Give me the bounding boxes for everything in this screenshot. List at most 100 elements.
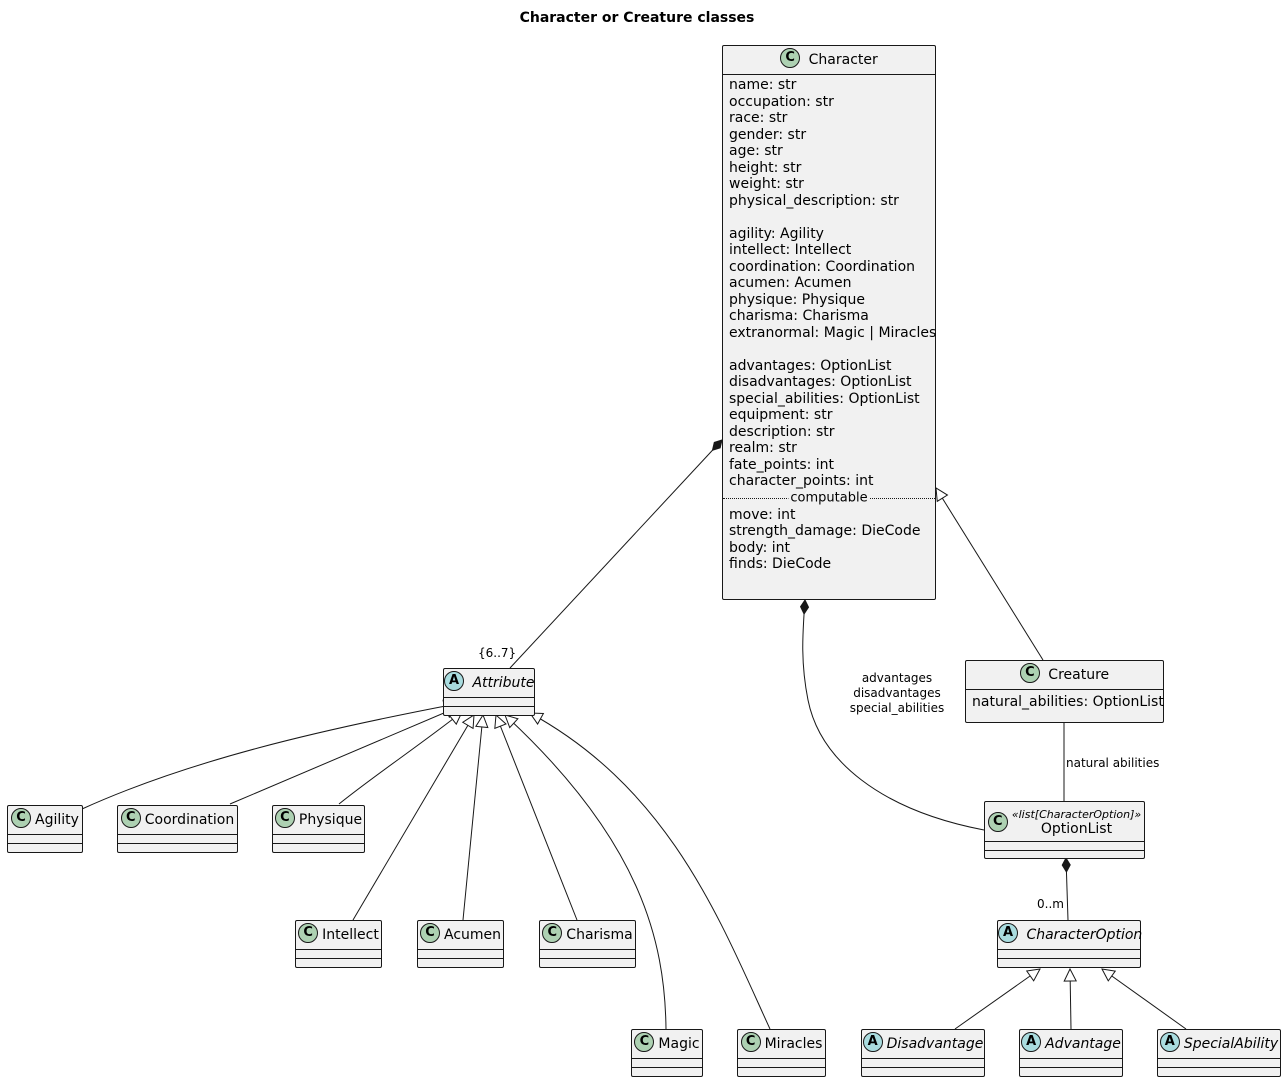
field: physical_description: str bbox=[729, 192, 899, 209]
multiplicity-attribute-label: {6..7} bbox=[478, 646, 517, 660]
abstract-a-icon: A bbox=[862, 1032, 883, 1052]
class-c-icon: C bbox=[1019, 663, 1040, 683]
class-creature[interactable]: C Creature natural_abilities: OptionList bbox=[965, 660, 1164, 723]
field: natural_abilities: OptionList bbox=[972, 694, 1164, 710]
association-options-label: advantages disadvantages special_abiliti… bbox=[842, 671, 952, 716]
class-characteroption[interactable]: A CharacterOption bbox=[997, 920, 1143, 968]
class-name: Character bbox=[808, 52, 878, 68]
field: agility: Agility bbox=[729, 225, 824, 242]
class-name: CharacterOption bbox=[1026, 927, 1143, 943]
class-fields: natural_abilities: OptionList bbox=[966, 690, 1164, 715]
class-c-icon: C bbox=[740, 1032, 761, 1052]
field: disadvantages: OptionList bbox=[729, 374, 912, 390]
section-divider: computable bbox=[723, 490, 935, 505]
composition-characteroption-optionlist bbox=[1061, 856, 1071, 921]
field: advantages: OptionList bbox=[729, 357, 892, 374]
abstract-a-icon: A bbox=[1159, 1032, 1180, 1052]
field: age: str bbox=[729, 143, 783, 159]
class-name: Advantage bbox=[1045, 1036, 1121, 1052]
class-name: Attribute bbox=[472, 675, 535, 691]
class-name: Charisma bbox=[566, 927, 633, 943]
class-character[interactable]: C Character name: str occupation: str ra… bbox=[722, 45, 936, 600]
class-header: A Attribute bbox=[444, 669, 535, 698]
field: intellect: Intellect bbox=[729, 242, 852, 258]
class-c-icon: C bbox=[274, 808, 295, 828]
field: finds: DieCode bbox=[729, 556, 832, 572]
inheritance-physique bbox=[338, 712, 462, 805]
field: equipment: str bbox=[729, 407, 833, 423]
class-c-icon: C bbox=[298, 923, 319, 943]
class-name: Miracles bbox=[764, 1036, 823, 1052]
field: name: str bbox=[729, 77, 797, 93]
class-name: Physique bbox=[298, 812, 363, 828]
class-optionlist[interactable]: C «list[CharacterOption]» OptionList bbox=[984, 801, 1145, 859]
field: move: int bbox=[729, 506, 796, 523]
class-header: C Character bbox=[723, 46, 935, 75]
inheritance-charisma bbox=[496, 715, 578, 921]
field: strength_damage: DieCode bbox=[729, 523, 921, 539]
class-c-icon: C bbox=[780, 48, 801, 68]
composition-optionlist-character bbox=[799, 598, 985, 831]
class-name: Coordination bbox=[144, 812, 235, 828]
class-header: C Creature bbox=[966, 661, 1163, 690]
field: physique: Physique bbox=[729, 291, 865, 308]
field: gender: str bbox=[729, 126, 807, 143]
class-name: Agility bbox=[35, 812, 79, 828]
abstract-a-icon: A bbox=[1021, 1032, 1042, 1052]
assoc-label-line: special_abilities bbox=[849, 701, 945, 715]
field: race: str bbox=[729, 110, 788, 126]
class-name: Creature bbox=[1048, 667, 1110, 683]
inheritance-coordination bbox=[229, 707, 458, 805]
class-header: A CharacterOption bbox=[998, 921, 1143, 950]
class-name: Disadvantage bbox=[886, 1036, 984, 1052]
field: fate_points: int bbox=[729, 456, 835, 473]
abstract-a-icon: A bbox=[998, 923, 1018, 943]
composition-attribute-character bbox=[509, 439, 723, 669]
inheritance-intellect bbox=[352, 715, 474, 921]
class-c-icon: C bbox=[987, 811, 1008, 832]
class-name: Acumen bbox=[443, 927, 502, 943]
inheritance-miracles bbox=[530, 713, 771, 1030]
assoc-label-line: advantages bbox=[861, 671, 933, 685]
inheritance-disadvantage bbox=[954, 969, 1040, 1030]
assoc-label-line: disadvantages bbox=[853, 686, 941, 700]
class-c-icon: C bbox=[542, 923, 563, 943]
field: occupation: str bbox=[729, 93, 834, 110]
class-header: C «list[CharacterOption]» OptionList bbox=[985, 802, 1144, 842]
class-name: Magic bbox=[658, 1036, 700, 1052]
class-name: OptionList bbox=[1040, 820, 1113, 837]
field: weight: str bbox=[729, 176, 804, 192]
field: acumen: Acumen bbox=[729, 275, 852, 291]
field: realm: str bbox=[729, 440, 797, 456]
class-name: SpecialAbility bbox=[1183, 1036, 1279, 1052]
field: extranormal: Magic | Miracles bbox=[729, 324, 937, 341]
inheritance-creature-character bbox=[936, 488, 1044, 661]
class-c-icon: C bbox=[419, 923, 440, 943]
field: description: str bbox=[729, 423, 835, 440]
class-attribute[interactable]: A Attribute bbox=[443, 668, 535, 716]
association-natural-label: natural abilities bbox=[1066, 756, 1160, 770]
inheritance-magic bbox=[505, 715, 667, 1030]
section-label: computable bbox=[788, 489, 870, 505]
field: body: int bbox=[729, 539, 791, 556]
